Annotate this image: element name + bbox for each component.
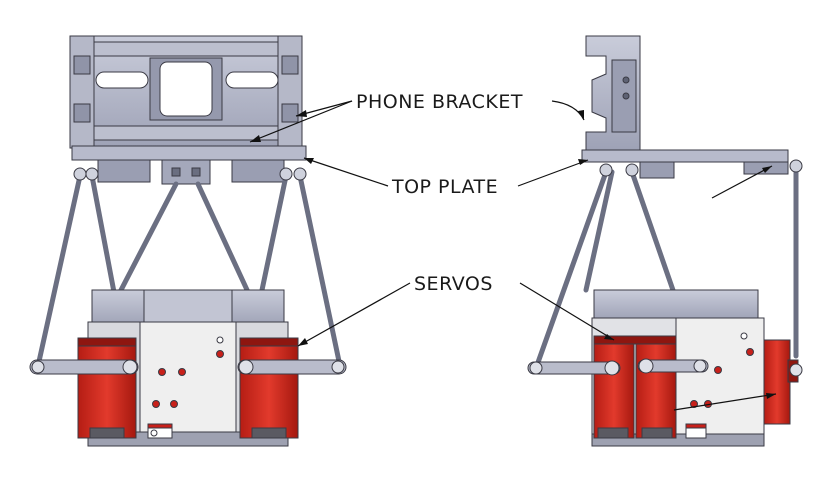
servo-left-front (77, 337, 137, 439)
rod-joints-front (73, 167, 307, 181)
servo-right-front (239, 337, 299, 439)
servo-housing-side (591, 289, 765, 447)
front-view (29, 35, 347, 447)
servo-horns-side (527, 358, 709, 376)
rod-joints-side (599, 159, 803, 177)
top-plate-side (581, 149, 789, 179)
top-plate-front (71, 145, 307, 185)
servos-label: SERVOS (414, 273, 493, 295)
side-view (527, 35, 803, 447)
phone-bracket-side (585, 35, 641, 151)
phone-bracket-front (69, 35, 303, 149)
leader-lines (249, 100, 777, 411)
phone-bracket-label: PHONE BRACKET (356, 91, 523, 113)
leader-arrowheads (250, 110, 776, 399)
top-plate-label: TOP PLATE (391, 176, 498, 198)
servo-pair-side (593, 335, 677, 439)
servo-side-right (763, 339, 803, 425)
servo-horns-front (29, 359, 347, 375)
